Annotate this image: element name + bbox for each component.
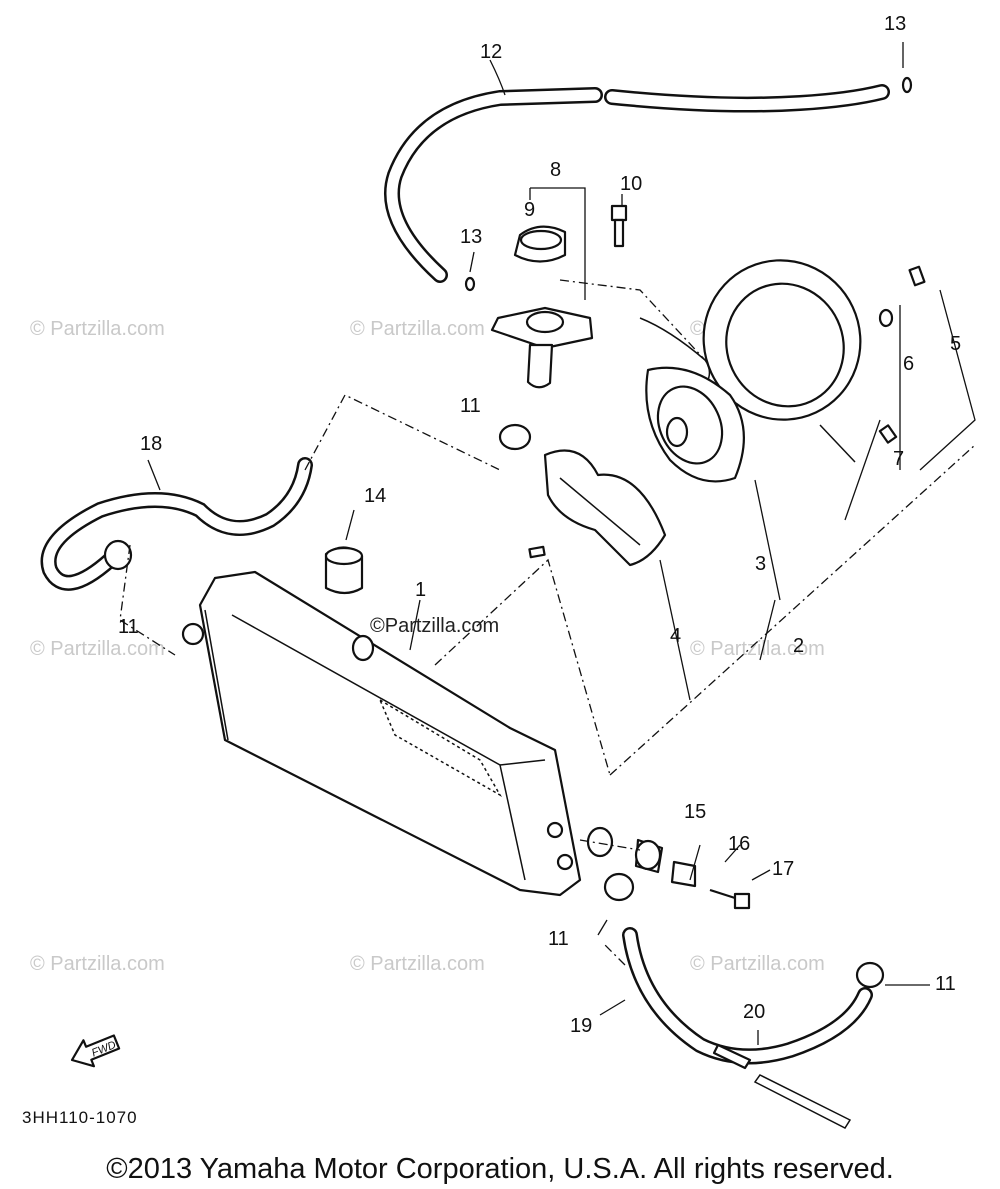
fwd-label: FWD: [90, 1039, 118, 1060]
fan-bolts: [528, 424, 898, 559]
watermark: © Partzilla.com: [30, 638, 165, 660]
watermark: © Partzilla.com: [30, 318, 165, 340]
watermark: © Partzilla.com: [350, 318, 485, 340]
leader-lines: [119, 42, 976, 1045]
callout-1: 1: [415, 579, 426, 601]
callout-11: 11: [935, 973, 956, 995]
watermark: © Partzilla.com: [690, 953, 825, 975]
callout-6: 6: [903, 353, 914, 375]
watermark: © Partzilla.com: [690, 638, 825, 660]
callout-4: 4: [670, 625, 681, 647]
callout-18: 18: [140, 433, 162, 455]
callout-11: 11: [118, 616, 139, 638]
callout-14: 14: [364, 485, 386, 507]
fan-shroud: [702, 259, 926, 463]
callout-12: 12: [480, 41, 502, 63]
callout-3: 3: [755, 553, 766, 575]
callout-5: 5: [950, 333, 961, 355]
fan-blade: [543, 449, 667, 567]
callout-19: 19: [570, 1015, 592, 1037]
hose-clip: [464, 76, 913, 292]
ref-code: 3HH110-1070: [22, 1108, 138, 1127]
watermark: © Partzilla.com: [350, 953, 485, 975]
callout-9: 9: [524, 199, 535, 221]
callout-11: 11: [548, 928, 569, 950]
callout-11: 11: [460, 395, 481, 417]
radiator-cap: [324, 546, 364, 595]
drain-parts: [586, 826, 751, 910]
filler-neck-assembly: [490, 225, 594, 389]
callout-15: 15: [684, 801, 706, 823]
callout-20: 20: [743, 1001, 765, 1023]
center-watermark: ©Partzilla.com: [370, 615, 499, 637]
callout-13: 13: [884, 13, 906, 35]
copyright: ©2013 Yamaha Motor Corporation, U.S.A. A…: [106, 1153, 894, 1185]
fwd-arrow-icon: FWD: [70, 1034, 121, 1068]
lower-hose: [622, 927, 873, 1129]
overflow-hose: [384, 84, 890, 283]
callout-13: 13: [460, 226, 482, 248]
callout-16: 16: [728, 833, 750, 855]
watermark: © Partzilla.com: [30, 953, 165, 975]
hose-clamp: [103, 423, 885, 989]
upper-hose: [40, 457, 313, 591]
callout-7: 7: [893, 448, 904, 470]
callout-2: 2: [793, 635, 804, 657]
callout-8: 8: [550, 159, 561, 181]
callout-10: 10: [620, 173, 642, 195]
callouts: 1 2 3 4 5 6 7 8 9 10 11 11 11 11 12 13 1…: [118, 13, 961, 1037]
callout-17: 17: [772, 858, 794, 880]
bolt: [610, 204, 628, 248]
fan-motor: [639, 317, 745, 483]
radiator: [181, 570, 582, 897]
